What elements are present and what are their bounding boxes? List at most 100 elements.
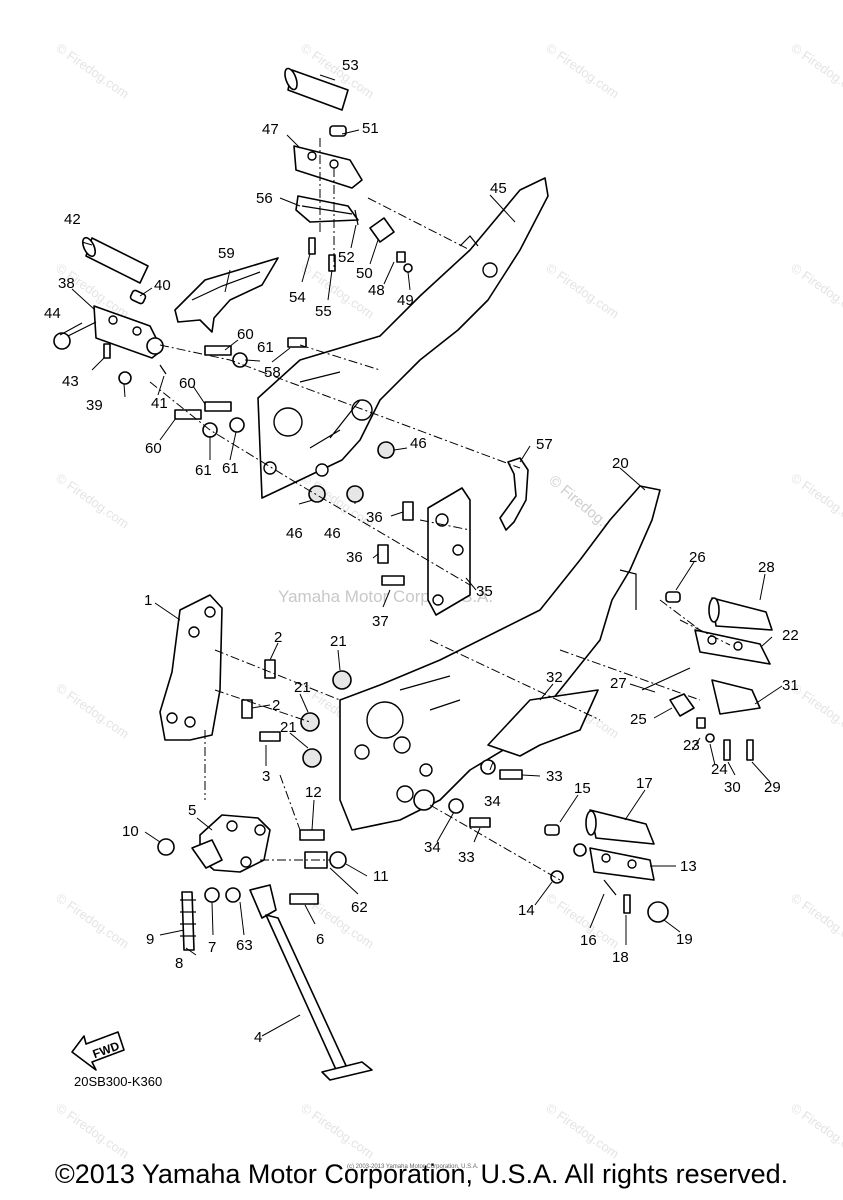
callout-label: 35 bbox=[476, 583, 493, 600]
watermark: © Firedog.com bbox=[53, 470, 132, 531]
callout-label: 51 bbox=[362, 120, 379, 137]
callout-label: 25 bbox=[630, 711, 647, 728]
watermark: © Firedog.com bbox=[788, 470, 843, 531]
callout-label: 29 bbox=[764, 779, 781, 796]
callout-label: 57 bbox=[536, 436, 553, 453]
callout-label: 61 bbox=[257, 339, 274, 356]
watermark: © Firedog.com bbox=[788, 890, 843, 951]
callout-label: 53 bbox=[342, 57, 359, 74]
callout-label: 58 bbox=[264, 364, 281, 381]
upper-footrest-assembly bbox=[284, 67, 413, 273]
callout-label: 40 bbox=[154, 277, 171, 294]
callout-label: 44 bbox=[44, 305, 61, 322]
callout-label: 28 bbox=[758, 559, 775, 576]
callout-label: 21 bbox=[280, 719, 297, 736]
plate-assembly bbox=[377, 457, 529, 616]
callout-label: 55 bbox=[315, 303, 332, 320]
watermark: © Firedog.com bbox=[53, 890, 132, 951]
watermark: © Firedog.com bbox=[298, 1100, 377, 1161]
callout-label: 60 bbox=[145, 440, 162, 457]
callout-label: 9 bbox=[146, 931, 154, 948]
callout-label: 48 bbox=[368, 282, 385, 299]
callout-label: 24 bbox=[711, 761, 728, 778]
callout-label: 7 bbox=[208, 939, 216, 956]
sidestand-assembly bbox=[157, 814, 373, 1081]
callout-label: 45 bbox=[490, 180, 507, 197]
watermark: © Firedog.com bbox=[788, 260, 843, 321]
callout-label: 54 bbox=[289, 289, 306, 306]
callout-label: 8 bbox=[175, 955, 183, 972]
callout-label: 61 bbox=[222, 460, 239, 477]
plate-1 bbox=[159, 594, 281, 742]
callout-label: 59 bbox=[218, 245, 235, 262]
callout-label: 1 bbox=[144, 592, 152, 609]
diagram-code: 20SB300-K360 bbox=[74, 1074, 162, 1089]
callout-label: 11 bbox=[373, 868, 389, 885]
callout-label: 18 bbox=[612, 949, 629, 966]
callout-label: 42 bbox=[64, 211, 81, 228]
leader-lines bbox=[59, 74, 783, 1037]
callout-label: 21 bbox=[330, 633, 347, 650]
watermark: © Firedog.com bbox=[543, 40, 622, 101]
callout-label: 37 bbox=[372, 613, 389, 630]
fwd-arrow: FWD bbox=[71, 1031, 125, 1071]
callout-label: 63 bbox=[236, 937, 253, 954]
callout-label: 30 bbox=[724, 779, 741, 796]
callout-label: 52 bbox=[338, 249, 355, 266]
callout-label: 19 bbox=[676, 931, 693, 948]
callout-labels: 1 2 2 3 4 5 6 7 8 9 10 11 12 13 14 15 16… bbox=[44, 57, 799, 1046]
watermark: © Firedog.com bbox=[543, 260, 622, 321]
callout-label: 32 bbox=[546, 669, 563, 686]
callout-label: 33 bbox=[458, 849, 475, 866]
left-footrest-assembly bbox=[53, 236, 279, 385]
callout-label: 26 bbox=[689, 549, 706, 566]
callout-label: 34 bbox=[484, 793, 501, 810]
callout-label: 21 bbox=[294, 679, 311, 696]
watermark: © Firedog.com bbox=[543, 1100, 622, 1161]
watermark: © Firedog.com bbox=[53, 1100, 132, 1161]
callout-label: 16 bbox=[580, 932, 597, 949]
callout-label: 14 bbox=[518, 902, 535, 919]
callout-label: 60 bbox=[179, 375, 196, 392]
callout-label: 15 bbox=[574, 780, 591, 797]
callout-label: 27 bbox=[610, 675, 627, 692]
callout-label: 47 bbox=[262, 121, 279, 138]
callout-label: 22 bbox=[782, 627, 799, 644]
callout-label: 38 bbox=[58, 275, 75, 292]
callout-label: 20 bbox=[612, 455, 629, 472]
watermark: © Firedog.com bbox=[788, 1100, 843, 1161]
callout-label: 43 bbox=[62, 373, 79, 390]
callout-label: 34 bbox=[424, 839, 441, 856]
watermark: © Firedog.com bbox=[53, 680, 132, 741]
callout-label: 12 bbox=[305, 784, 322, 801]
callout-label: 61 bbox=[195, 462, 212, 479]
footrest-bracket-45 bbox=[174, 177, 549, 503]
tiny-copyright: (c) 2003-2013 Yamaha Motor Corporation, … bbox=[347, 1164, 479, 1170]
callout-label: 36 bbox=[366, 509, 383, 526]
callout-label: 2 bbox=[272, 697, 280, 714]
alignment-lines bbox=[149, 138, 731, 881]
watermark: © Firedog.com bbox=[53, 40, 132, 101]
callout-label: 5 bbox=[188, 802, 196, 819]
right-footrest-assembly bbox=[641, 591, 773, 761]
callout-label: 31 bbox=[782, 677, 799, 694]
callout-label: 36 bbox=[346, 549, 363, 566]
callout-label: 2 bbox=[274, 629, 282, 646]
callout-label: 49 bbox=[397, 292, 414, 309]
callout-label: 4 bbox=[254, 1029, 262, 1046]
callout-label: 41 bbox=[151, 395, 168, 412]
callout-label: 62 bbox=[351, 899, 368, 916]
callout-label: 23 bbox=[683, 737, 700, 754]
callout-label: 13 bbox=[680, 858, 697, 875]
footrest-bracket-20 bbox=[300, 485, 661, 831]
callout-label: 33 bbox=[546, 768, 563, 785]
callout-label: 39 bbox=[86, 397, 103, 414]
callout-label: 46 bbox=[324, 525, 341, 542]
callout-label: 50 bbox=[356, 265, 373, 282]
callout-label: 56 bbox=[256, 190, 273, 207]
callout-label: 3 bbox=[262, 768, 270, 785]
callout-label: 17 bbox=[636, 775, 653, 792]
callout-label: 46 bbox=[286, 525, 303, 542]
callout-label: 10 bbox=[122, 823, 139, 840]
